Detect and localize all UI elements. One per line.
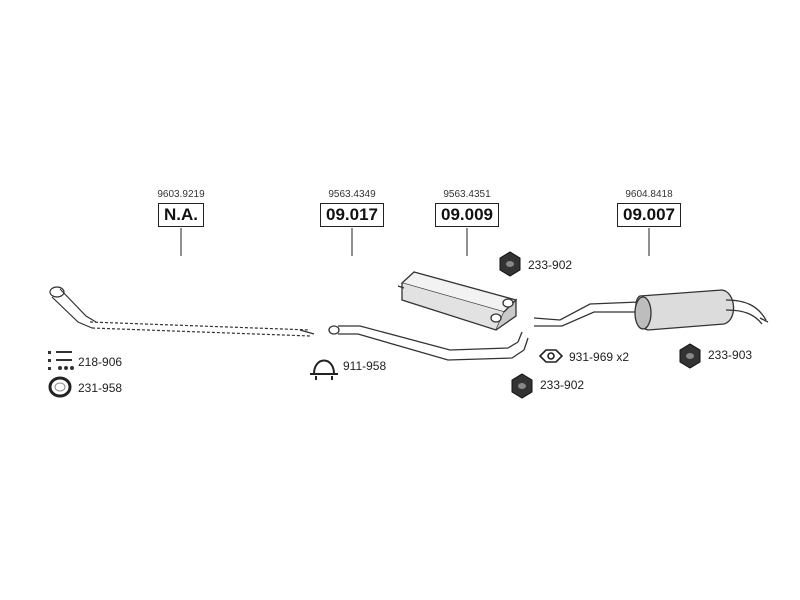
hardware-label-nut-3[interactable]: 233-903 bbox=[708, 348, 753, 362]
leader-line-2 bbox=[351, 228, 353, 256]
part-reference-1: 9603.9219 bbox=[157, 189, 205, 200]
bolt-set-icon bbox=[48, 351, 74, 370]
hardware-label-bolt-set[interactable]: 218-906 bbox=[78, 355, 123, 369]
hardware-label-spring-clip[interactable]: 931-969 x2 bbox=[569, 350, 630, 364]
part-code-1[interactable]: N.A. bbox=[158, 203, 204, 227]
hardware-label-nut-1[interactable]: 233-902 bbox=[528, 258, 573, 272]
front-pipe-drawing bbox=[49, 286, 315, 337]
leader-line-4 bbox=[648, 228, 650, 256]
hardware-label-nut-2[interactable]: 233-902 bbox=[540, 378, 585, 392]
pipe-clamp-icon bbox=[310, 359, 338, 380]
hardware-label-gasket-ring[interactable]: 231-958 bbox=[78, 381, 123, 395]
part-reference-4: 9604.8418 bbox=[625, 189, 673, 200]
intermediate-pipe-drawing bbox=[328, 325, 529, 361]
part-reference-3: 9563.4351 bbox=[443, 189, 491, 200]
spring-clip-icon bbox=[538, 349, 564, 363]
nut-icon bbox=[511, 373, 533, 399]
leader-line-3 bbox=[466, 228, 468, 256]
nut-icon bbox=[499, 251, 521, 277]
nut-icon bbox=[679, 343, 701, 369]
part-code-3[interactable]: 09.009 bbox=[435, 203, 499, 227]
part-reference-2: 9563.4349 bbox=[328, 189, 376, 200]
rear-silencer-drawing bbox=[533, 289, 769, 331]
part-code-4[interactable]: 09.007 bbox=[617, 203, 681, 227]
part-code-2[interactable]: 09.017 bbox=[320, 203, 384, 227]
gasket-ring-icon bbox=[48, 376, 72, 398]
centre-silencer-drawing bbox=[397, 271, 518, 331]
leader-line-1 bbox=[180, 228, 182, 256]
hardware-label-pipe-clamp[interactable]: 911-958 bbox=[343, 359, 387, 373]
